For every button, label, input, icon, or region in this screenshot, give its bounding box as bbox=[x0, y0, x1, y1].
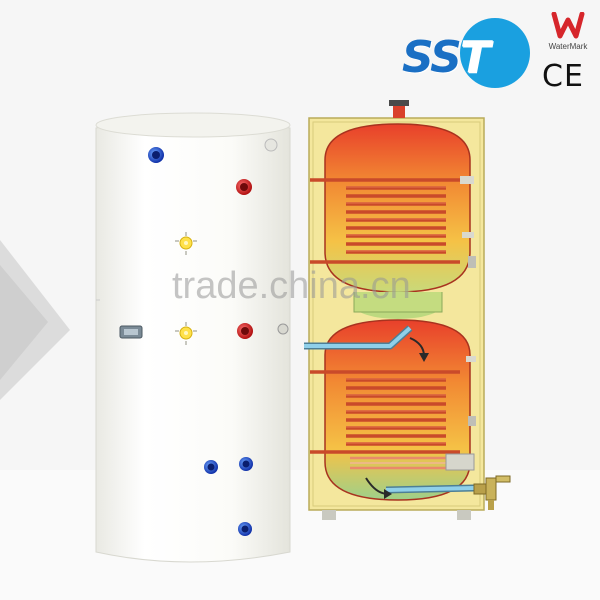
sensor-port-lower bbox=[175, 322, 197, 345]
watermark-text: trade.china.cn bbox=[172, 265, 411, 307]
drain-valve bbox=[473, 475, 511, 510]
sst-logo: SST bbox=[402, 14, 530, 98]
watermark-w-icon bbox=[551, 11, 585, 39]
lower-coil bbox=[310, 370, 460, 454]
port-hot-middle bbox=[237, 323, 253, 339]
port-cold-bottom bbox=[238, 522, 252, 536]
flow-arrow-icon bbox=[365, 477, 392, 499]
tank-cross-section bbox=[304, 100, 511, 520]
sst-logo-last: T bbox=[459, 32, 490, 83]
cold-inlet-lower bbox=[385, 484, 475, 494]
watermark-logo-text: WaterMark bbox=[548, 42, 588, 51]
upper-coil bbox=[310, 178, 460, 264]
heating-element bbox=[350, 453, 475, 471]
upper-vessel bbox=[324, 123, 471, 319]
port-side-right bbox=[277, 323, 289, 335]
port-cold-lower-2 bbox=[239, 457, 253, 471]
port-cold-lower-1 bbox=[204, 460, 218, 474]
upper-sensor bbox=[460, 176, 474, 184]
port-cold-top bbox=[148, 147, 164, 163]
port-top-right bbox=[264, 138, 278, 152]
sensor-port-upper bbox=[175, 232, 197, 255]
cold-inlet-upper bbox=[304, 325, 413, 350]
tank-exterior bbox=[95, 112, 291, 563]
port-hot-upper bbox=[236, 179, 252, 195]
watermark-logo: WaterMark bbox=[540, 11, 596, 56]
sst-logo-text: SST bbox=[402, 36, 532, 80]
heater-flange bbox=[119, 325, 143, 339]
sst-logo-main: SS bbox=[402, 32, 462, 83]
sst-logo-circle bbox=[460, 18, 530, 88]
upper-coil-highlight bbox=[346, 186, 446, 252]
ce-mark: CE bbox=[542, 59, 584, 94]
flow-arrow-icon bbox=[409, 337, 429, 362]
